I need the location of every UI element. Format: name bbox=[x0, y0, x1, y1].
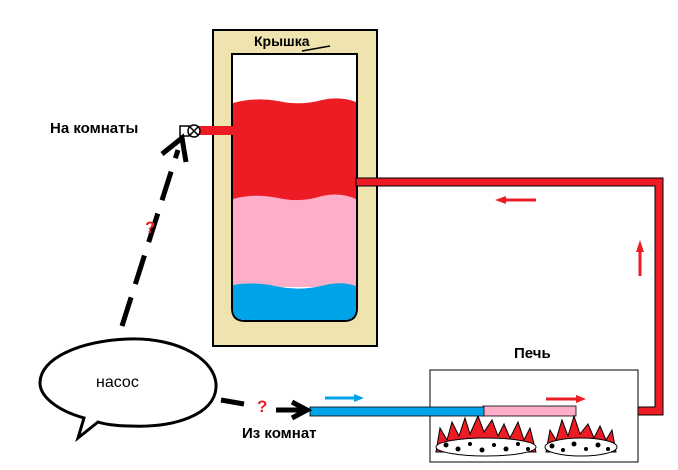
flow-arrow-left bbox=[495, 196, 536, 204]
warm-water-layer bbox=[233, 194, 356, 287]
lid-mark bbox=[301, 45, 331, 52]
flow-arrow-up bbox=[636, 240, 644, 276]
stove-warm-section bbox=[482, 405, 577, 417]
question-mark-upper: ? bbox=[145, 218, 156, 237]
outlet-valve bbox=[179, 124, 233, 138]
storage-tank bbox=[212, 29, 378, 347]
from-rooms-label: Из комнат bbox=[242, 425, 317, 442]
stove-label: Печь bbox=[514, 345, 551, 362]
coal-dots bbox=[443, 441, 610, 453]
arrow-pump-to-valve bbox=[119, 133, 189, 327]
to-rooms-label: На комнаты bbox=[50, 120, 139, 137]
coal-right bbox=[544, 437, 618, 457]
cold-pipe bbox=[309, 406, 485, 417]
valve-cross bbox=[189, 126, 199, 136]
outlet-pipe bbox=[197, 126, 233, 135]
pump-bubble bbox=[38, 337, 218, 443]
flow-arrow-cold bbox=[325, 394, 364, 402]
pump-label: насос bbox=[96, 374, 139, 391]
cold-water-layer bbox=[233, 283, 356, 320]
flow-arrow-stove bbox=[546, 395, 586, 403]
lid-label: Крышка bbox=[254, 33, 310, 49]
hot-water-layer bbox=[233, 98, 356, 201]
arrow-pump-to-pipe bbox=[220, 397, 313, 421]
question-mark-lower: ? bbox=[257, 397, 268, 416]
coal-left bbox=[435, 437, 537, 457]
